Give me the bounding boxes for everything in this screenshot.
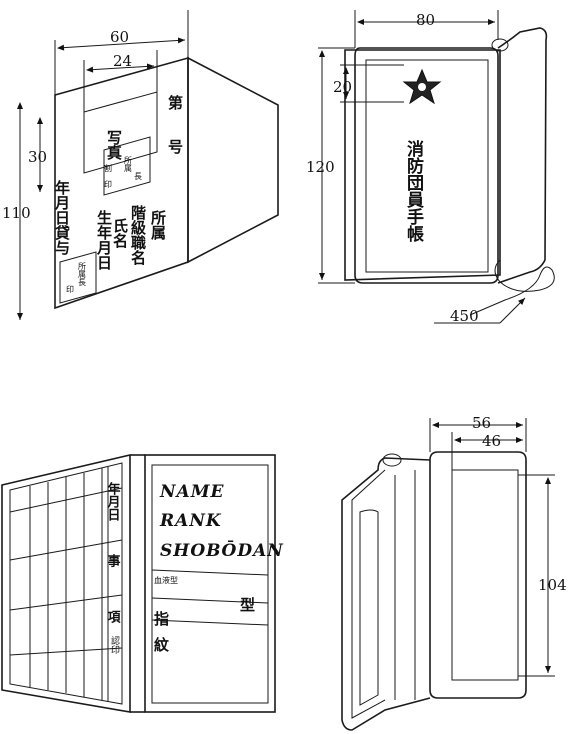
birth-date-label: 生年月日 (95, 209, 113, 271)
left-page-grid (9, 467, 123, 701)
bottom-stamp-in: 印 (66, 285, 74, 294)
dim-56-label: 56 (472, 414, 491, 432)
dim-46-label: 46 (482, 432, 501, 450)
rank-field-en: RANK (159, 511, 222, 531)
dim-60 (57, 37, 186, 51)
cord (469, 259, 555, 316)
dim-30-label: 30 (28, 148, 47, 166)
dim-24 (86, 63, 155, 73)
kou-header: 項 (105, 610, 121, 624)
cover-title: 消防団員手帳 (403, 139, 425, 243)
shobodan-field-en: SHOBŌDAN (160, 540, 284, 561)
right-page-inner (151, 464, 269, 704)
fire-brigade-emblem-icon (402, 68, 442, 105)
dim-80-label: 80 (416, 11, 435, 29)
spine (497, 27, 548, 284)
name-label: 氏名 (111, 217, 129, 249)
cover-inner-frame (365, 59, 489, 273)
figure-2-front-cover: 消防団員手帳 80 120 20 450 (306, 10, 555, 325)
fingerprint-shi: 指 (154, 610, 169, 628)
figure-4-inside-cover: 56 46 104 (341, 414, 567, 731)
dim-110-label: 110 (2, 204, 31, 222)
pen-loop (491, 38, 509, 52)
figure-3-open-spread: 年月日 事 項 認印 NAME RANK SHOBŌDAN 血液型 型 指 紋 (1, 453, 284, 713)
figure-1-inner-page: 60 24 30 110 写真 所属 長 割 印 第 号 年月日貸与 生年月日 … (2, 10, 279, 320)
stamp-in: 印 (104, 180, 113, 189)
dim-450-leader (499, 297, 526, 324)
bottom-stamp-text: 所属長 (78, 261, 87, 287)
photo-box (83, 91, 158, 174)
photo-label: 写真 (105, 130, 123, 161)
loan-date-label: 年月日貸与 (53, 179, 71, 256)
dim-120-label: 120 (306, 158, 335, 176)
left-page-inner (9, 462, 123, 705)
right-page (144, 454, 276, 713)
left-flap-inner (351, 469, 386, 719)
dai-label: 第 (168, 94, 183, 112)
blood-type-small: 血液型 (154, 575, 178, 585)
affiliation-label: 所属 (149, 210, 167, 241)
stamp-box (103, 136, 151, 196)
pen-holder (359, 509, 379, 706)
seal-header: 認印 (109, 635, 120, 655)
blood-type-kata: 型 (240, 596, 255, 614)
stamp-sei: 割 (104, 163, 113, 173)
dim-104-label: 104 (538, 576, 567, 594)
dim-24-label: 24 (113, 52, 132, 70)
front-cover (354, 47, 499, 284)
cover-flap (187, 56, 279, 264)
ji-header: 事 (105, 553, 121, 568)
stamp-shozoku: 所属 (124, 155, 133, 173)
pocket (451, 469, 519, 681)
dim-450-label: 450 (450, 307, 479, 325)
back-cover (429, 451, 527, 699)
gou-label: 号 (168, 138, 183, 156)
fingerprint-mon: 紋 (154, 636, 169, 654)
rank-label: 階級職名 (129, 204, 147, 266)
name-field-en: NAME (159, 482, 225, 502)
dim-60-label: 60 (110, 28, 129, 46)
stamp-chou: 長 (134, 172, 143, 181)
dim-20-label: 20 (333, 78, 352, 96)
pen-loop-fig4 (382, 453, 402, 467)
left-flap (341, 457, 431, 731)
bottom-stamp-box (59, 251, 97, 304)
date-column-header: 年月日 (105, 481, 122, 522)
back-board (344, 49, 501, 281)
